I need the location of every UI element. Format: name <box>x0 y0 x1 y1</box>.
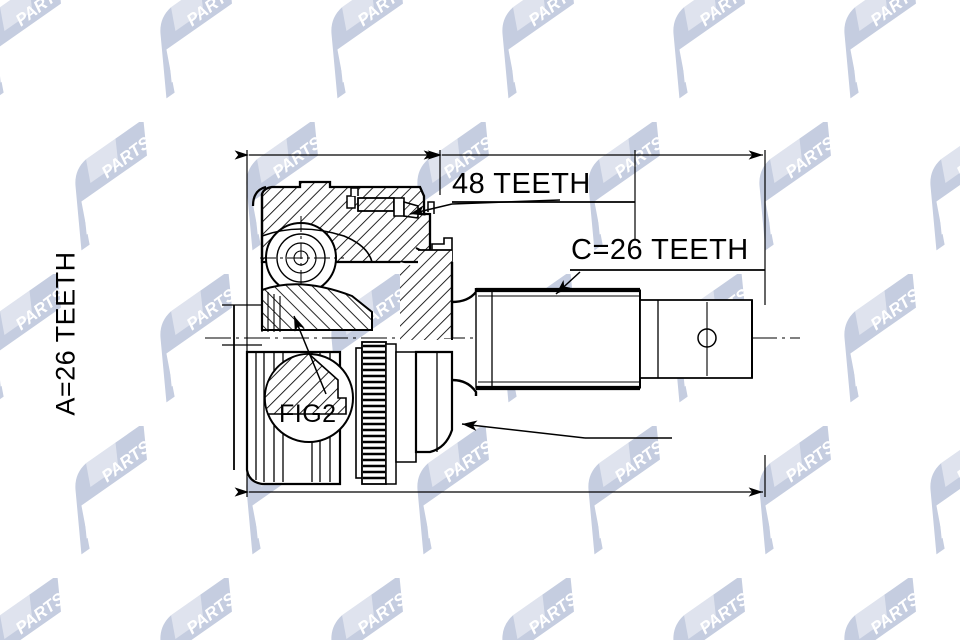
leader-a26-teeth <box>293 315 327 395</box>
label-c26-teeth: C=26 TEETH <box>571 234 749 266</box>
label-a26-teeth: A=26 TEETH <box>50 251 81 416</box>
label-fig2: FIG2 <box>279 400 337 428</box>
outer-race-skirt <box>414 350 454 454</box>
splined-shaft <box>475 289 641 389</box>
label-48-teeth: 48 TEETH <box>452 168 591 200</box>
dim-inner-spline <box>222 304 262 346</box>
shaft-end <box>639 299 753 379</box>
boot-clamp <box>346 187 419 219</box>
fig2-detail-hatch <box>264 353 347 415</box>
leader-boot-seat <box>461 420 586 439</box>
inner-race-upper <box>261 283 373 331</box>
